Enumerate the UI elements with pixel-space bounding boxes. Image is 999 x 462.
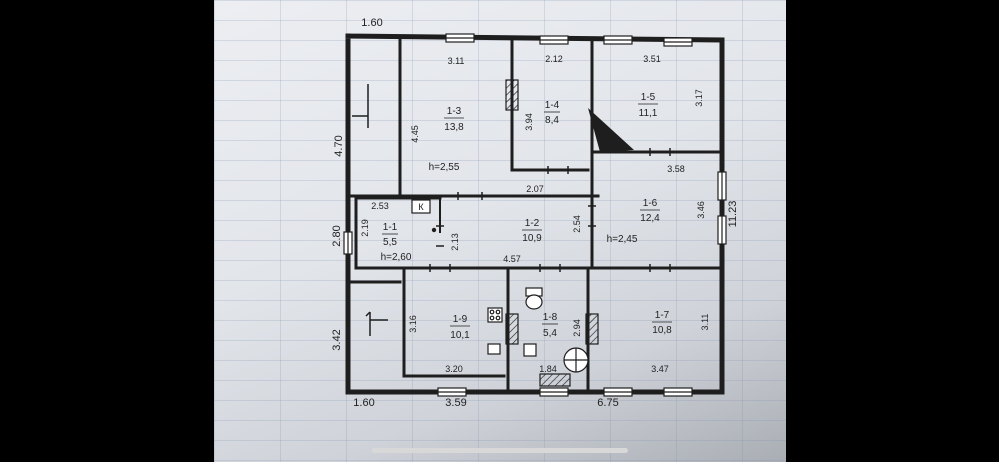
svg-text:13,8: 13,8 bbox=[444, 122, 464, 133]
svg-text:5,4: 5,4 bbox=[543, 328, 557, 339]
stove-icon bbox=[487, 307, 503, 323]
stove-mark: К bbox=[418, 202, 424, 212]
sink-icon bbox=[487, 343, 501, 355]
dim-top-left: 1.60 bbox=[361, 17, 382, 29]
svg-text:5,5: 5,5 bbox=[383, 237, 397, 248]
room-label-1-5: 1-5 11,1 bbox=[638, 92, 658, 119]
svg-text:11,1: 11,1 bbox=[639, 108, 658, 119]
dim-1-2-side: 2.54 bbox=[572, 215, 582, 233]
home-indicator[interactable] bbox=[372, 448, 628, 453]
room-label-1-8: 1-8 5,4 bbox=[542, 312, 558, 339]
entry-arrow-icon bbox=[352, 84, 388, 336]
dim-1-4-side: 3.94 bbox=[524, 113, 534, 131]
dim-1-5-top: 3.51 bbox=[643, 54, 661, 64]
dim-1-9-side: 3.16 bbox=[408, 315, 418, 333]
dim-left-middle: 2.80 bbox=[331, 225, 343, 246]
graph-paper bbox=[214, 0, 786, 462]
dim-1-4-top: 2.12 bbox=[545, 54, 563, 64]
north-arrow-icon bbox=[588, 108, 634, 152]
dim-1-1-side: 2.19 bbox=[360, 219, 370, 237]
height-label: h=2,60 bbox=[381, 252, 412, 263]
room-label-1-4: 1-4 8,4 bbox=[544, 100, 560, 126]
svg-text:1-4: 1-4 bbox=[545, 100, 560, 111]
dim-1-6-top: 3.58 bbox=[667, 164, 685, 174]
svg-text:1-7: 1-7 bbox=[655, 310, 670, 321]
chimney-block bbox=[505, 313, 519, 345]
wall-1-9 bbox=[402, 266, 506, 378]
room-label-1-2: 1-2 10,9 bbox=[522, 218, 542, 244]
dim-bottom-right: 6.75 bbox=[597, 397, 618, 409]
svg-text:1-3: 1-3 bbox=[447, 106, 462, 117]
svg-text:1-9: 1-9 bbox=[453, 314, 468, 325]
room-label-1-7: 1-7 10,8 bbox=[652, 310, 672, 336]
svg-text:10,8: 10,8 bbox=[652, 325, 672, 336]
chimney-block bbox=[505, 79, 519, 111]
dim-left-lower: 3.42 bbox=[331, 329, 343, 350]
dim-1-3-top: 3.11 bbox=[448, 56, 465, 66]
dim-1-2-top: 2.07 bbox=[526, 184, 544, 194]
dim-right-total: 11.23 bbox=[727, 201, 739, 228]
chimney-block bbox=[539, 373, 571, 387]
svg-text:10,1: 10,1 bbox=[450, 330, 470, 341]
dim-left-upper: 4.70 bbox=[333, 135, 345, 156]
svg-text:1-8: 1-8 bbox=[543, 312, 558, 323]
room-label-1-3: 1-3 13,8 bbox=[444, 106, 464, 133]
dim-bottom-mid: 3.59 bbox=[445, 397, 466, 409]
room-label-1-6: 1-6 12,4 bbox=[640, 198, 660, 224]
room-label-1-9: 1-9 10,1 bbox=[450, 314, 470, 341]
height-label: h=2,45 bbox=[607, 234, 638, 245]
windows bbox=[343, 33, 727, 397]
outer-wall bbox=[345, 33, 725, 395]
wall-1-1 bbox=[354, 196, 602, 270]
height-label: h=2,55 bbox=[429, 162, 460, 173]
dim-1-5-side: 3.17 bbox=[694, 89, 704, 107]
dim-bottom-left: 1.60 bbox=[353, 397, 374, 409]
dim-1-6-side: 3.46 bbox=[696, 201, 706, 219]
dim-1-8-side: 2.94 bbox=[572, 319, 582, 337]
room-label-1-1: 1-1 5,5 bbox=[382, 222, 398, 248]
door-marks bbox=[429, 148, 671, 272]
dim-1-7-bottom: 3.47 bbox=[651, 364, 669, 374]
chimney-block bbox=[585, 313, 599, 345]
svg-text:1-2: 1-2 bbox=[525, 218, 540, 229]
hatched-blocks bbox=[505, 79, 599, 387]
svg-text:12,4: 12,4 bbox=[640, 213, 660, 224]
svg-text:1-1: 1-1 bbox=[383, 222, 398, 233]
svg-text:1-5: 1-5 bbox=[641, 92, 656, 103]
dim-1-2-left: 2.13 bbox=[450, 233, 460, 251]
stove-box-icon bbox=[411, 199, 431, 214]
svg-text:8,4: 8,4 bbox=[545, 115, 559, 126]
dim-1-3-side: 4.45 bbox=[410, 125, 420, 143]
dim-1-2-bottom: 4.57 bbox=[503, 254, 521, 264]
sink-icon bbox=[523, 343, 537, 357]
dim-1-1-top: 2.53 bbox=[371, 201, 389, 211]
dim-1-7-side: 3.11 bbox=[700, 314, 710, 331]
toilet-icon bbox=[525, 294, 543, 310]
svg-text:10,9: 10,9 bbox=[522, 233, 542, 244]
svg-text:1-6: 1-6 bbox=[643, 198, 658, 209]
dim-1-8-bottom: 1.84 bbox=[539, 364, 557, 374]
dim-1-9-bottom: 3.20 bbox=[445, 364, 463, 374]
plan-photo bbox=[214, 0, 786, 462]
